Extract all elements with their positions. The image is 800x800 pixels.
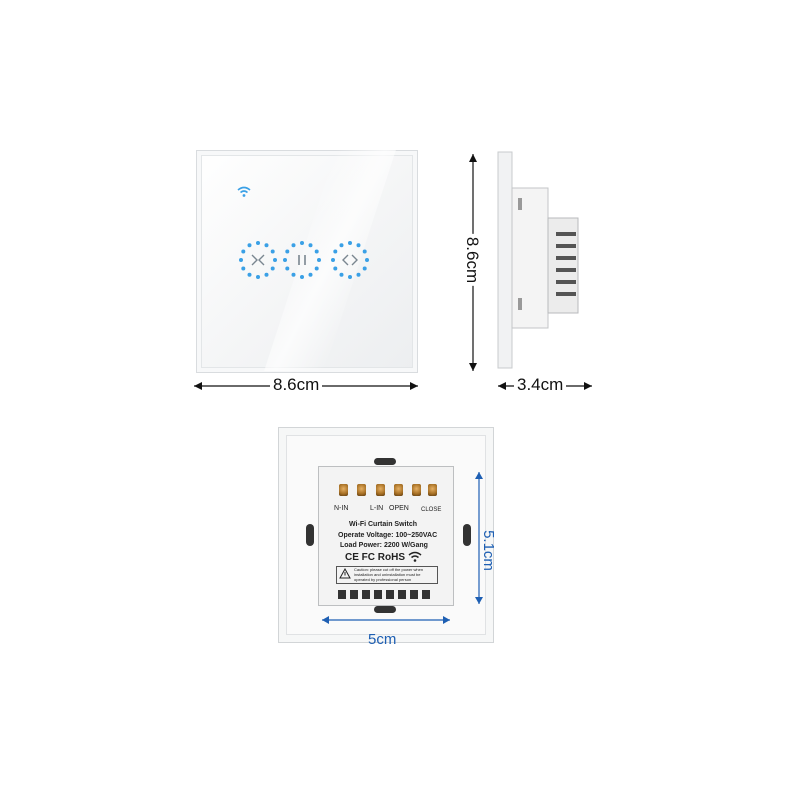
- switch-side-profile: [497, 151, 579, 369]
- mount-slot-right: [463, 524, 471, 546]
- caution-box: [336, 566, 438, 584]
- terminal-screw: [357, 484, 366, 496]
- terminal-screw: [412, 484, 421, 496]
- terminal-screw: [339, 484, 348, 496]
- terminal-label-l-in: L-IN: [370, 505, 384, 512]
- mount-slot-bottom: [374, 606, 396, 613]
- terminal-screw: [428, 484, 437, 496]
- terminal-screw: [376, 484, 385, 496]
- module-pins: [338, 590, 430, 599]
- back-height-arrow: [475, 472, 483, 604]
- back-height-label: 5.1cm: [479, 530, 497, 571]
- certification-marks: CE FC RoHS: [345, 552, 405, 563]
- terminal-screw: [394, 484, 403, 496]
- front-height-label: 8.6cm: [462, 233, 483, 287]
- wifi-icon: [408, 551, 422, 562]
- back-width-label: 5cm: [368, 631, 397, 648]
- pause-icon[interactable]: [282, 240, 322, 280]
- mount-slot-top: [374, 458, 396, 465]
- front-width-label: 8.6cm: [270, 375, 323, 395]
- back-width-arrow: [322, 616, 450, 624]
- caution-text: Caution: please cut off the power when i…: [354, 567, 424, 582]
- module-voltage: Operate Voltage: 100~250VAC: [338, 532, 438, 539]
- open-curtain-icon[interactable]: [330, 240, 370, 280]
- terminal-label-open: OPEN: [389, 505, 409, 512]
- module-power: Load Power: 2200 W/Gang: [340, 542, 428, 549]
- terminal-label-n-in: N-IN: [334, 505, 349, 512]
- terminal-label-close: CLOSE: [421, 507, 442, 513]
- module-title: Wi-Fi Curtain Switch: [349, 521, 417, 528]
- close-curtain-icon[interactable]: [238, 240, 278, 280]
- wifi-icon: [237, 186, 251, 197]
- side-depth-label: 3.4cm: [514, 375, 567, 395]
- mount-slot-left: [306, 524, 314, 546]
- warning-icon: [339, 568, 351, 579]
